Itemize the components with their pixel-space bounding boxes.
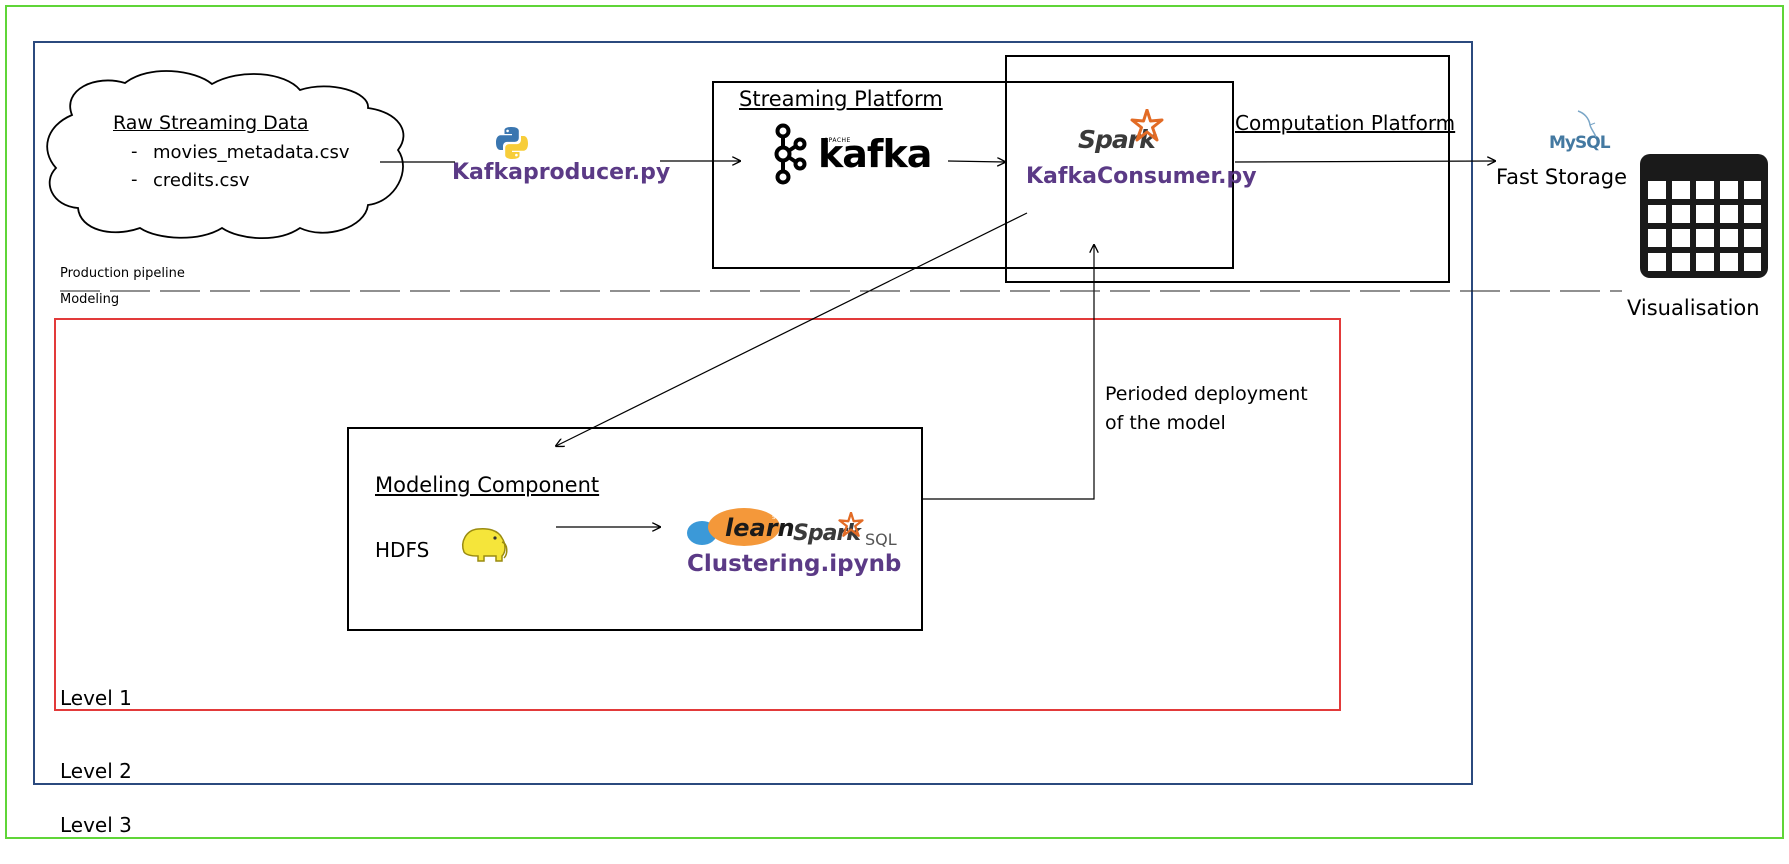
- streaming-platform-title: Streaming Platform: [739, 87, 943, 111]
- spark-star-icon: [1130, 109, 1164, 142]
- level3-container: [5, 5, 1784, 839]
- fast-storage-label: Fast Storage: [1496, 165, 1628, 189]
- raw-data-cloud: [46, 70, 405, 240]
- level2-label: Level 2: [60, 759, 132, 783]
- kafka-consumer-label: KafkaConsumer.py: [1026, 164, 1257, 189]
- kafka-producer-label: Kafkaproducer.py: [452, 160, 671, 185]
- modeling-component-box: [347, 427, 923, 631]
- mysql-dolphin-icon: [1577, 110, 1597, 138]
- visualisation-label: Visualisation: [1627, 296, 1760, 320]
- arrow-deployment: [923, 245, 1094, 500]
- arrow-kafka-to-spark: [947, 161, 1005, 162]
- kafka-registered-mark: ®: [896, 160, 905, 170]
- computation-platform-title: Computation Platform: [1235, 111, 1456, 135]
- level2-container: [33, 41, 1473, 785]
- streaming-platform-box: [712, 81, 1234, 269]
- modeling-divider-label: Modeling: [60, 292, 120, 307]
- spark-wordmark: Spark: [1078, 125, 1156, 154]
- level3-label: Level 3: [60, 813, 132, 837]
- arrow-consumer-to-storage: [1234, 161, 1495, 162]
- spark-sql-label: SQL: [865, 530, 897, 549]
- bullet-2: -: [131, 169, 138, 190]
- sklearn-logo-icon: [687, 508, 780, 546]
- deployment-text-line2: of the model: [1105, 412, 1226, 434]
- mysql-wordmark: MySQL: [1549, 133, 1611, 153]
- kafka-wordmark: kafka: [818, 132, 932, 176]
- modeling-component-title: Modeling Component: [375, 473, 600, 497]
- file-movies-metadata: movies_metadata.csv: [153, 142, 350, 163]
- bullet-1: -: [131, 141, 138, 162]
- computation-platform-box: [1005, 55, 1450, 283]
- level1-label: Level 1: [60, 686, 132, 710]
- spark-sql-star-icon: [838, 512, 864, 537]
- spark-sql-wordmark: Spark: [793, 521, 861, 546]
- kafka-logo-icon: [774, 123, 807, 185]
- sklearn-wordmark: learn: [725, 514, 795, 542]
- file-credits: credits.csv: [153, 170, 250, 191]
- level1-container: [54, 318, 1341, 711]
- hadoop-elephant-icon: [462, 528, 508, 562]
- table-grid-icon: [1640, 154, 1768, 278]
- sklearn-scikit-label: scikit: [772, 513, 791, 521]
- python-logo-icon: [496, 127, 528, 159]
- raw-data-title: Raw Streaming Data: [113, 112, 309, 134]
- hdfs-label: HDFS: [375, 538, 430, 562]
- deployment-text-line1: Perioded deployment: [1105, 383, 1308, 405]
- clustering-notebook-label: Clustering.ipynb: [687, 551, 902, 577]
- production-pipeline-label: Production pipeline: [60, 266, 185, 281]
- kafka-apache-label: APACHE: [824, 137, 851, 144]
- arrow-consumer-to-modeling: [556, 212, 1028, 446]
